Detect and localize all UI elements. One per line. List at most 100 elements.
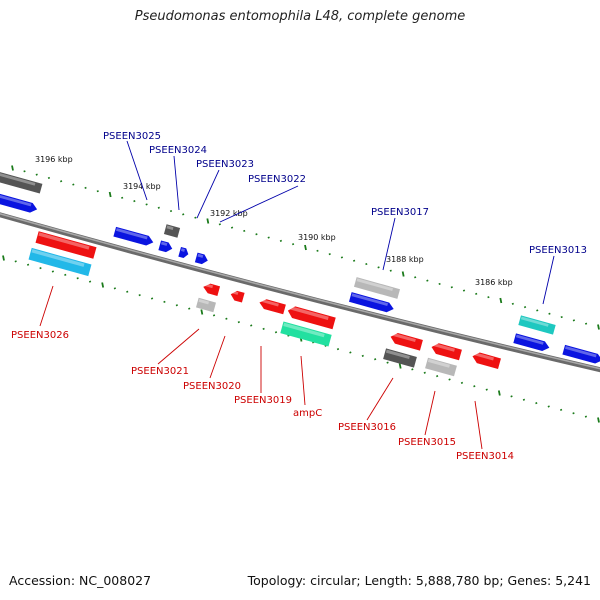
gene-label-pseen3021[interactable]: PSEEN3021 xyxy=(131,366,189,377)
gene-label-pseen3026[interactable]: PSEEN3026 xyxy=(11,330,69,341)
gene-label-pseen3020[interactable]: PSEEN3020 xyxy=(183,381,241,392)
gene-red-pseen3016-highlight xyxy=(391,332,416,343)
gene-red-pseen3019[interactable] xyxy=(258,298,286,315)
major-tick xyxy=(200,309,204,315)
gene-blue-pseen3024[interactable] xyxy=(158,240,173,253)
gene-red-ampc-highlight xyxy=(289,306,329,320)
gene-blue-pseen3017-shape xyxy=(348,292,394,313)
major-tick xyxy=(108,191,112,198)
gene-red-ampc[interactable] xyxy=(286,305,336,330)
gene-light-gray-pseen3015-shape xyxy=(425,357,457,377)
gene-red-pseen3020-shape xyxy=(230,290,245,303)
minor-tick xyxy=(250,324,253,327)
gene-label-pseen3023[interactable]: PSEEN3023 xyxy=(196,159,254,170)
minor-tick xyxy=(113,287,116,290)
gene-label-ampc[interactable]: ampC xyxy=(293,408,322,419)
major-tick xyxy=(497,390,501,396)
gene-cyan-pseen3026[interactable] xyxy=(28,247,92,277)
gene-dark-gray-pseen3024-highlight xyxy=(166,225,174,230)
gene-red-pseen3016[interactable] xyxy=(389,331,423,351)
gene-blue-1[interactable] xyxy=(0,191,38,214)
tick-marks xyxy=(2,165,600,423)
gene-red-pseen3015[interactable] xyxy=(430,342,462,361)
gene-label-pseen3013[interactable]: PSEEN3013 xyxy=(529,245,587,256)
minor-tick xyxy=(450,286,453,289)
gene-blue-pseen3017[interactable] xyxy=(348,292,395,314)
minor-tick xyxy=(126,290,129,293)
kbp-label: 3194 kbp xyxy=(123,182,161,191)
gene-blue-pseen3013[interactable] xyxy=(513,333,550,352)
gene-blue-2-shape xyxy=(562,344,600,364)
gene-red-pseen3020[interactable] xyxy=(229,289,245,303)
gene-dark-gray-pseen3016[interactable] xyxy=(383,348,417,368)
gene-light-gray-pseen3021[interactable] xyxy=(195,297,217,313)
gene-features xyxy=(0,170,600,377)
minor-tick xyxy=(225,317,228,320)
accession-text: Accession: NC_008027 xyxy=(9,573,152,588)
gene-cyan-pseen3026-shape xyxy=(28,247,92,277)
leader-line xyxy=(424,390,436,436)
gene-red-pseen3026[interactable] xyxy=(35,231,97,259)
gene-label-pseen3024[interactable]: PSEEN3024 xyxy=(149,145,207,156)
gene-blue-pseen3022-highlight xyxy=(197,253,204,258)
gene-label-pseen3017[interactable]: PSEEN3017 xyxy=(371,207,429,218)
gene-green-ampc-highlight xyxy=(283,322,325,338)
minor-tick xyxy=(64,273,67,276)
minor-tick xyxy=(535,402,538,405)
gene-label-pseen3025[interactable]: PSEEN3025 xyxy=(103,131,161,142)
gene-green-ampc[interactable] xyxy=(280,321,332,347)
gene-light-gray-pseen3021-highlight xyxy=(198,299,209,305)
gene-light-gray-pseen3017[interactable] xyxy=(353,277,401,299)
leader-line xyxy=(126,140,148,201)
minor-tick xyxy=(548,312,551,315)
gene-blue-pseen3023[interactable] xyxy=(178,246,189,259)
gene-light-gray-pseen3015[interactable] xyxy=(425,357,457,377)
major-tick xyxy=(304,244,307,251)
minor-tick xyxy=(536,309,539,312)
gene-red-pseen3021[interactable] xyxy=(202,282,221,296)
gene-label-pseen3019[interactable]: PSEEN3019 xyxy=(234,395,292,406)
gene-blue-2[interactable] xyxy=(562,344,600,365)
gene-red-pseen3019-shape xyxy=(259,299,286,315)
gene-dark-gray-pseen3024-shape xyxy=(163,224,181,238)
kbp-label: 3186 kbp xyxy=(475,278,513,287)
major-tick xyxy=(499,297,503,304)
minor-tick xyxy=(84,186,87,189)
minor-tick xyxy=(182,213,185,216)
minor-tick xyxy=(255,233,258,236)
minor-tick xyxy=(510,395,513,398)
genome-summary-text: Topology: circular; Length: 5,888,780 bp… xyxy=(247,573,591,588)
leader-line xyxy=(300,355,306,406)
leader-line xyxy=(39,285,54,327)
minor-tick xyxy=(237,321,240,324)
minor-tick xyxy=(522,398,526,401)
gene-teal-pseen3013[interactable] xyxy=(518,315,556,335)
gene-red-pseen3026-shape xyxy=(35,231,97,259)
gene-label-pseen3015[interactable]: PSEEN3015 xyxy=(398,437,456,448)
gene-label-pseen3014[interactable]: PSEEN3014 xyxy=(456,451,514,462)
gene-red-pseen3014[interactable] xyxy=(471,351,501,370)
gene-blue-pseen3022[interactable] xyxy=(194,252,209,266)
gene-dark-gray-pseen3024[interactable] xyxy=(163,224,181,238)
gene-red-pseen3021-shape xyxy=(203,283,221,296)
gene-teal-pseen3013-shape xyxy=(518,315,556,335)
genome-backbone-highlight xyxy=(0,213,600,370)
minor-tick xyxy=(291,243,295,246)
gene-blue-pseen3025[interactable] xyxy=(113,226,154,247)
gene-dark-gray-1[interactable] xyxy=(0,170,43,194)
minor-tick xyxy=(262,327,265,330)
gene-label-pseen3016[interactable]: PSEEN3016 xyxy=(338,422,396,433)
leader-line xyxy=(474,400,483,450)
gene-dark-gray-1-highlight xyxy=(0,171,36,186)
leader-line xyxy=(157,328,200,365)
minor-tick xyxy=(188,307,191,310)
gene-teal-pseen3013-highlight xyxy=(520,316,549,327)
minor-tick xyxy=(559,408,563,411)
minor-tick xyxy=(230,226,234,229)
minor-tick xyxy=(218,223,221,226)
gene-label-pseen3022[interactable]: PSEEN3022 xyxy=(248,174,306,185)
minor-tick xyxy=(138,294,141,297)
minor-tick xyxy=(436,375,439,378)
gene-red-pseen3015-shape xyxy=(431,343,462,361)
gene-dark-gray-pseen3016-highlight xyxy=(385,349,410,360)
